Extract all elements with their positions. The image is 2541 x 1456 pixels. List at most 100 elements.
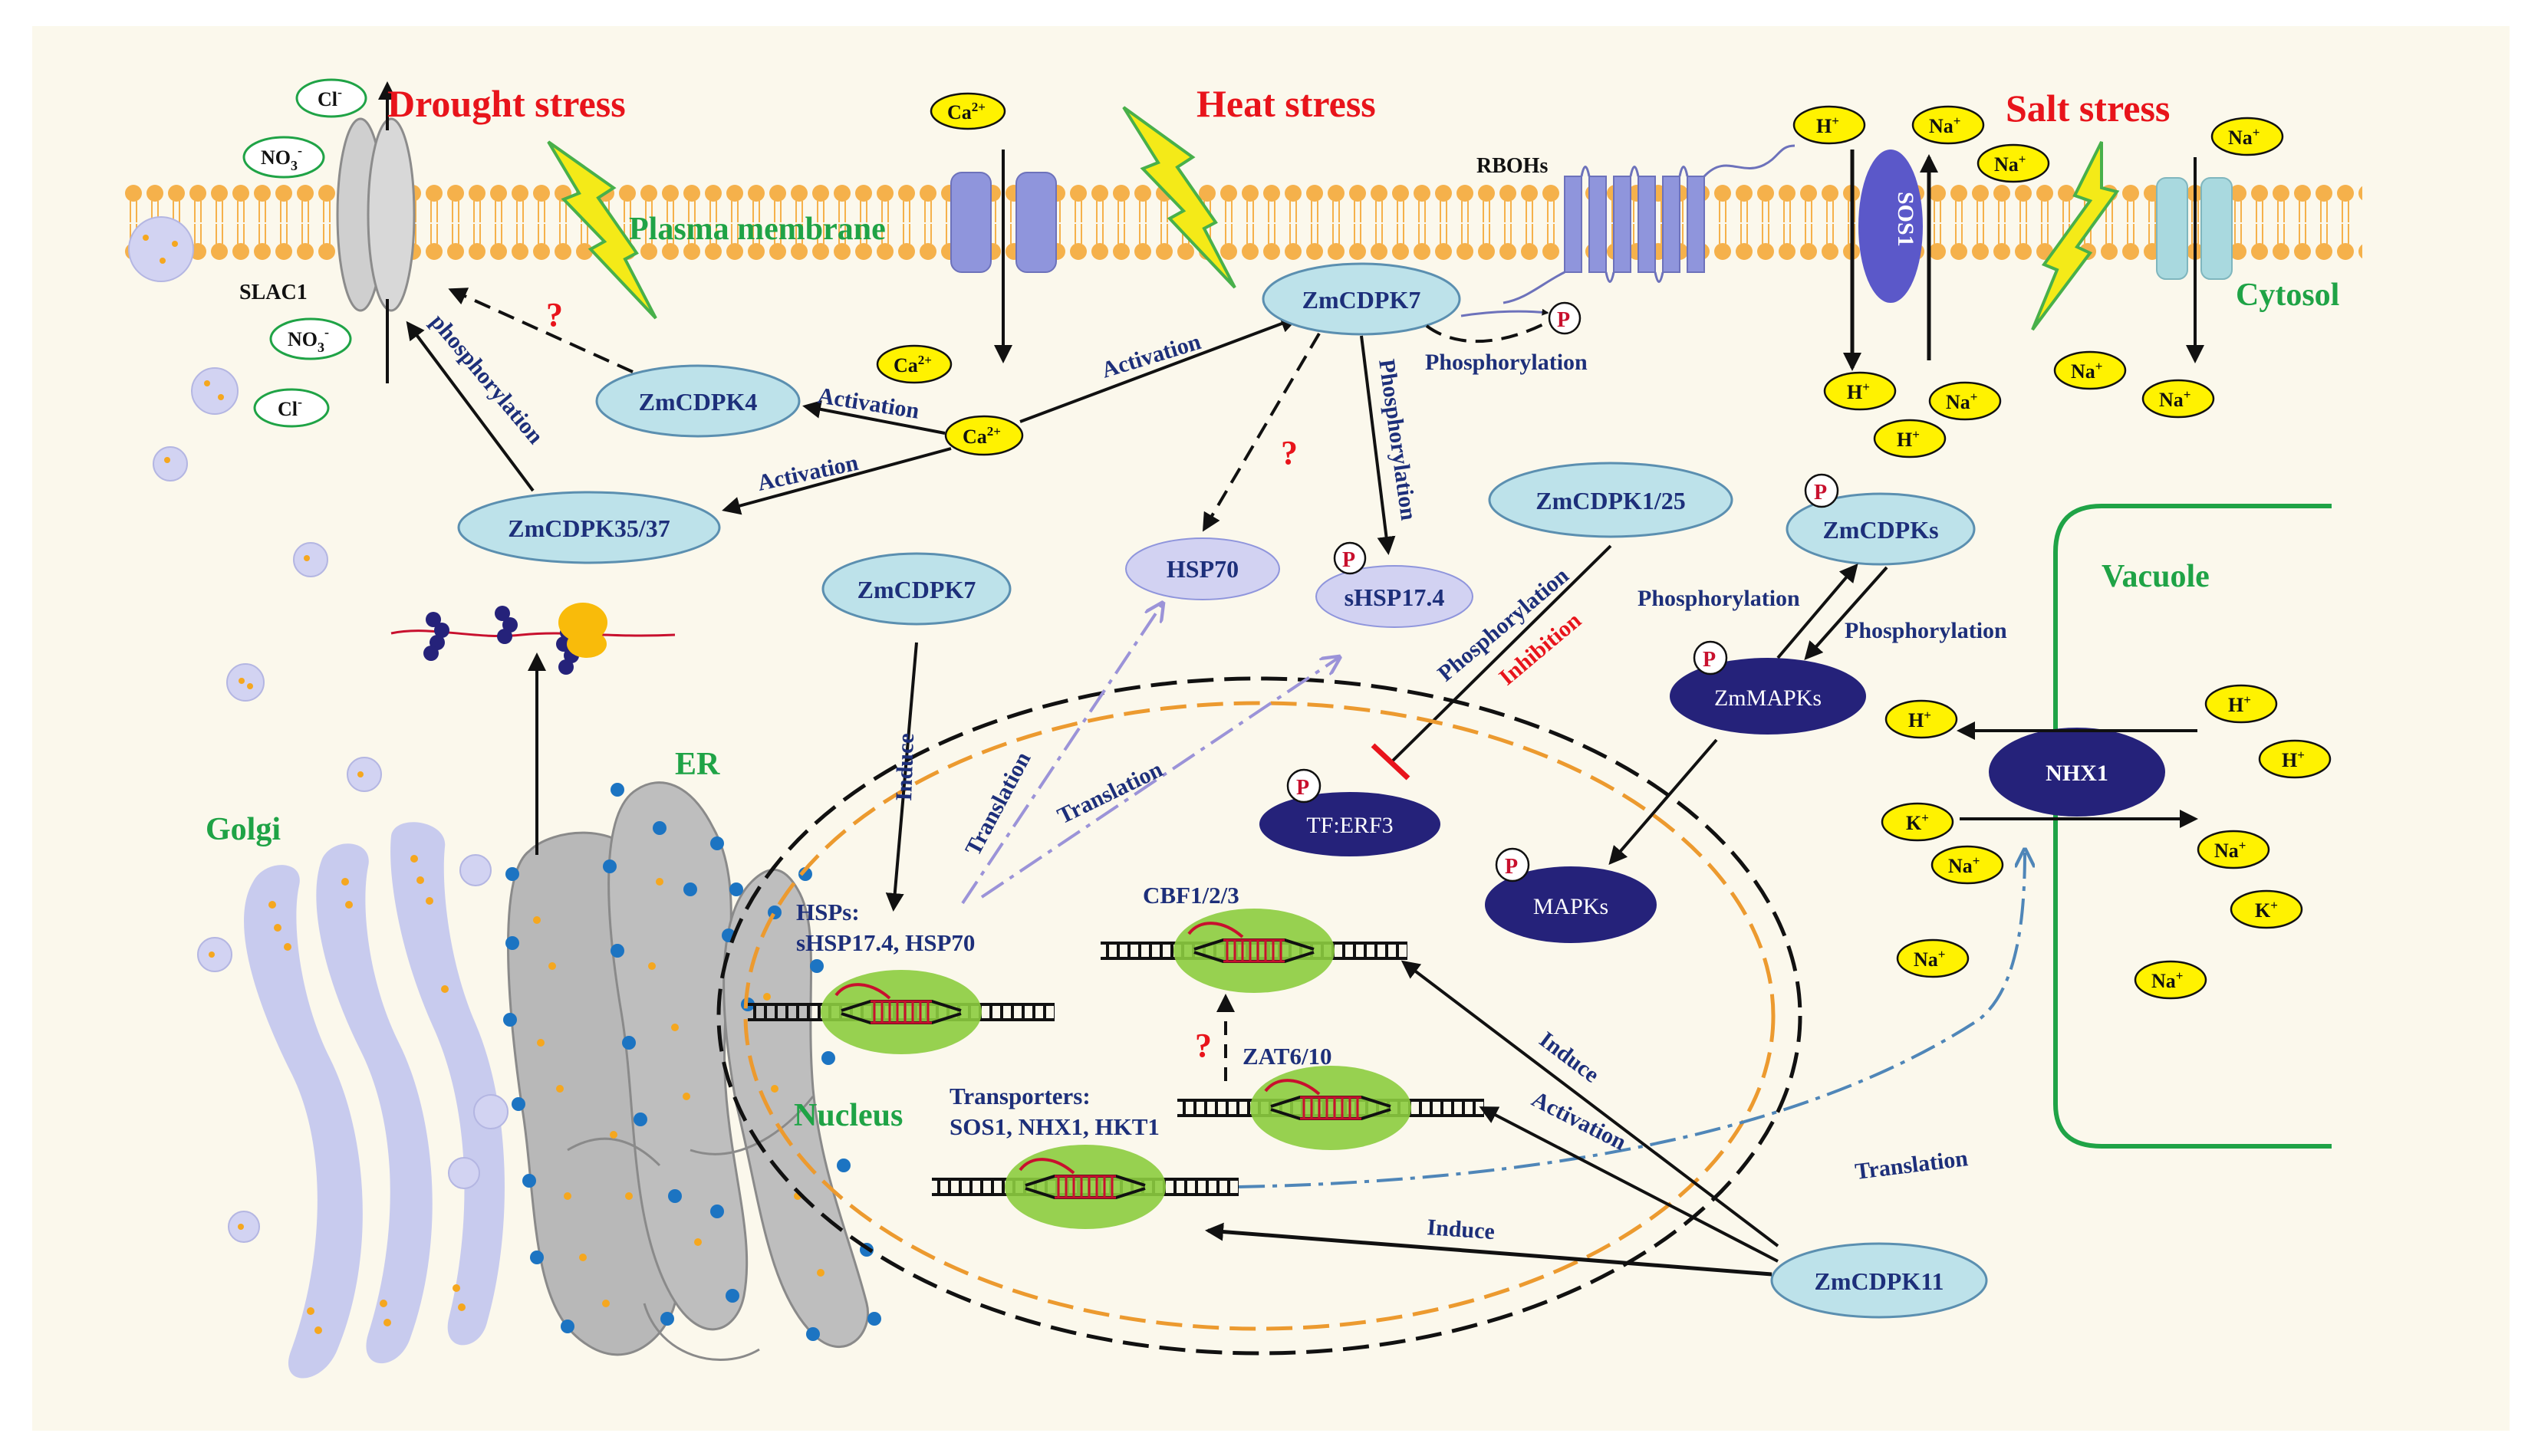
zmcdpk1-inhibition-line: [1391, 544, 1612, 763]
svg-text:H+: H+: [2282, 748, 2305, 771]
na-channel: [2156, 157, 2233, 363]
svg-text:K+: K+: [2255, 898, 2278, 922]
svg-text:ZmMAPKs: ZmMAPKs: [1714, 685, 1822, 711]
h-ion-2: H+: [1823, 371, 1897, 411]
endoplasmic-reticulum: [503, 781, 881, 1361]
shsp17-4-node: sHSP17.4 P: [1315, 541, 1473, 628]
no3-ion-top: NO3-: [242, 136, 325, 179]
golgi-label: Golgi: [206, 812, 281, 847]
zmcdpks-node: ZmCDPKs P: [1786, 473, 1976, 566]
ca-to-zmcdpk4-arrow: [802, 399, 946, 435]
svg-text:Na+: Na+: [1946, 389, 1977, 413]
golgi-apparatus: [244, 822, 505, 1379]
na-ion-4: Na+: [1928, 381, 2002, 421]
translation-shsp-arrow: [980, 658, 1338, 899]
sos1-antiporter: SOS1: [1843, 150, 1938, 371]
svg-text:H+: H+: [2228, 692, 2251, 716]
rbohs-curve: [1460, 308, 1549, 317]
no3-ion-bottom: NO3-: [269, 317, 352, 360]
svg-text:Na+: Na+: [2159, 387, 2190, 411]
svg-text:NO3-: NO3-: [288, 324, 329, 355]
nucleus-outer-membrane: [716, 676, 1802, 1356]
drought-lightning-icon: [547, 140, 657, 320]
svg-text:H+: H+: [1908, 708, 1931, 731]
cl-ion-bottom: Cl-: [253, 388, 330, 428]
svg-text:P: P: [1814, 481, 1827, 505]
translation-hsp70-arrow: [961, 604, 1162, 905]
svg-text:Cl-: Cl-: [278, 394, 302, 420]
svg-text:ZmCDPK7: ZmCDPK7: [1302, 286, 1421, 314]
svg-text:Na+: Na+: [2071, 359, 2102, 383]
induce-label-transporters: Induce: [1427, 1214, 1496, 1244]
svg-text:P: P: [1703, 648, 1716, 672]
svg-text:NO3-: NO3-: [261, 143, 302, 173]
er-label: ER: [675, 747, 720, 782]
svg-text:MAPKs: MAPKs: [1533, 894, 1608, 919]
zmcdpk35-to-slac1-arrow: [406, 320, 535, 492]
svg-text:Na+: Na+: [2214, 838, 2246, 862]
h-ion-5: H+: [2204, 684, 2278, 724]
zmcdpk7-induce-hsps-arrow: [885, 642, 918, 912]
zat-label: ZAT6/10: [1243, 1043, 1332, 1070]
nucleus-inner-membrane: [743, 701, 1776, 1331]
na-ion-1: Na+: [1911, 105, 1985, 145]
svg-text:P: P: [1505, 855, 1518, 879]
phosphorylation-label-rbohs: Phosphorylation: [1425, 350, 1588, 375]
drought-stress-title: Drought stress: [387, 82, 626, 125]
cytosol-label: Cytosol: [2236, 278, 2339, 313]
ca-ion-mid: Ca2+: [876, 344, 953, 384]
question-mark-1: ?: [546, 296, 563, 334]
heat-stress-title: Heat stress: [1196, 82, 1376, 125]
zmcdpk7-to-rbohs-arrow: [1425, 320, 1549, 343]
zmcdpk7-to-shsp-arrow: [1360, 335, 1396, 555]
svg-text:TF:ERF3: TF:ERF3: [1306, 813, 1393, 838]
slac1-label: SLAC1: [239, 281, 308, 304]
plasma-membrane: [123, 184, 2362, 261]
ribosome-mrna: [390, 603, 676, 675]
svg-text:ZmCDPK35/37: ZmCDPK35/37: [508, 514, 670, 542]
na-ion-3: Na+: [2210, 117, 2284, 156]
zmcdpk7-top-node: ZmCDPK7: [1262, 262, 1461, 336]
k-ion-1: K+: [1881, 802, 1954, 842]
ca-channel: [950, 150, 1057, 363]
question-mark-2: ?: [1281, 434, 1298, 472]
vacuole-membrane: [2053, 504, 2332, 1149]
cbf-label: CBF1/2/3: [1143, 882, 1239, 909]
rbohs-phospho-p: P: [1548, 301, 1582, 335]
salt-stress-title: Salt stress: [2006, 87, 2170, 130]
zmcdpk4-node: ZmCDPK4: [595, 364, 801, 438]
question-mark-3: ?: [1195, 1027, 1212, 1064]
zmmapks-node: ZmMAPKs P: [1670, 640, 1866, 735]
nucleus-label: Nucleus: [794, 1098, 903, 1133]
svg-text:Na+: Na+: [2228, 125, 2260, 149]
rbohs-label: RBOHs: [1476, 154, 1548, 178]
ca-ion-top: Ca2+: [930, 92, 1006, 130]
svg-text:H+: H+: [1816, 113, 1839, 137]
hsp70-node: HSP70: [1125, 537, 1280, 600]
svg-text:NHX1: NHX1: [2046, 761, 2108, 786]
na-ion-9: Na+: [1896, 938, 1970, 978]
ca-to-zmcdpk35-arrow: [722, 447, 952, 515]
h-ion-3: H+: [1873, 419, 1947, 458]
na-ion-5: Na+: [2053, 350, 2127, 390]
zmcdpk4-to-slac1-arrow: [448, 288, 634, 373]
na-ion-6: Na+: [2141, 379, 2215, 419]
zmcdpks-to-zmmapks-arrow: [1804, 566, 1888, 660]
na-ion-7: Na+: [1930, 845, 2004, 885]
zmcdpk7-mid-node: ZmCDPK7: [821, 552, 1012, 626]
transporters-list: SOS1, NHX1, HKT1: [950, 1113, 1160, 1140]
sos1-label: SOS1: [1893, 192, 1918, 247]
svg-text:P: P: [1342, 548, 1355, 572]
svg-text:H+: H+: [1847, 380, 1870, 403]
induce-label-hsps: Induce: [891, 733, 919, 801]
svg-text:K+: K+: [1906, 810, 1929, 834]
heat-lightning-icon: [1122, 106, 1236, 289]
zmcdpk11-induce-transporters-arrow: [1205, 1222, 1772, 1277]
slac1-channel: [336, 81, 416, 383]
zmcdpk11-activation-zat-arrow: [1479, 1106, 1779, 1263]
svg-text:sHSP17.4: sHSP17.4: [1345, 583, 1445, 611]
svg-text:Ca2+: Ca2+: [894, 353, 932, 376]
zmcdpk11-induce-cbf-arrow: [1401, 960, 1779, 1247]
zmmapks-to-mapks-arrow: [1608, 738, 1718, 866]
zmmapks-to-zmcdpks-arrow: [1776, 563, 1858, 659]
